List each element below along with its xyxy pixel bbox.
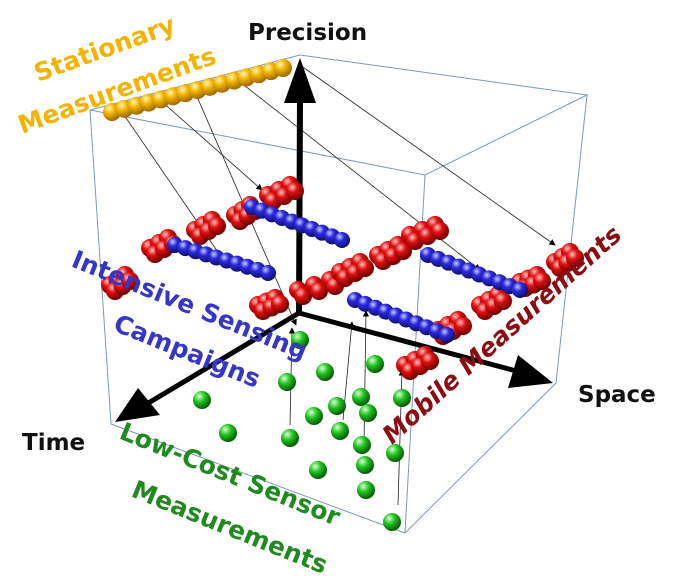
- mobile-measurement-sphere: [310, 282, 328, 300]
- low-cost-sensor-sphere: [305, 407, 323, 425]
- mobile-measurement-sphere: [421, 352, 439, 370]
- mobile-measurement-sphere: [271, 295, 289, 313]
- stationary-measurement-sphere: [274, 59, 292, 77]
- axes: [115, 58, 553, 422]
- stationary-label: Stationary Measurements: [14, 10, 220, 140]
- intensive-campaign-sphere: [260, 265, 276, 281]
- low-cost-sensor-sphere: [219, 424, 237, 442]
- low-cost-sensor-sphere: [383, 513, 401, 531]
- low-cost-sensor-sphere: [357, 481, 375, 499]
- low-cost-sensor-sphere: [359, 404, 377, 422]
- low-cost-sensor-sphere: [366, 355, 384, 373]
- intensive-campaign-sphere: [439, 327, 455, 343]
- low-cost-sensor-sphere: [393, 389, 411, 407]
- mobile-measurement-sphere: [494, 292, 512, 310]
- intensive-campaign-sphere: [334, 232, 350, 248]
- low-cost-sensor-sphere: [291, 331, 309, 349]
- precision-axis-label: Precision: [248, 20, 367, 46]
- mobile-measurement-sphere: [454, 317, 472, 335]
- space-axis-label: Space: [578, 382, 656, 408]
- time-axis-label: Time: [22, 430, 85, 456]
- mobile-measurement-sphere: [566, 249, 584, 267]
- low-cost-sensor-sphere: [316, 363, 334, 381]
- low-cost-sensor-sphere: [309, 461, 327, 479]
- low-cost-sensor-sphere: [281, 429, 299, 447]
- mobile-measurement-sphere: [208, 217, 226, 235]
- precision-axis: [296, 99, 303, 314]
- low-cost-sensor-sphere: [278, 373, 296, 391]
- mobile-measurement-sphere: [533, 272, 551, 290]
- low-cost-sensor-sphere: [328, 397, 346, 415]
- low-cost-sensor-sphere: [356, 456, 374, 474]
- precision-arrowhead: [284, 58, 316, 103]
- low-cost-sensor-sphere: [353, 436, 371, 454]
- intensive-campaign-sphere: [512, 282, 528, 298]
- mobile-measurement-sphere: [294, 287, 312, 305]
- time-axis: [143, 310, 301, 408]
- mobile-measurement-sphere: [121, 272, 139, 290]
- space-arrowhead: [508, 355, 553, 388]
- low-cost-sensor-sphere: [386, 444, 404, 462]
- mobile-measurement-sphere: [356, 259, 374, 277]
- low-cost-sensor-sphere: [193, 391, 211, 409]
- low-cost-sensor-sphere: [331, 422, 349, 440]
- mobile-label: Mobile Measurements: [377, 220, 628, 450]
- mobile-measurement-sphere: [286, 182, 304, 200]
- space-axis: [298, 310, 521, 375]
- time-arrowhead: [115, 388, 160, 422]
- mobile-measurement-sphere: [431, 222, 449, 240]
- low-cost-sensor-sphere: [352, 388, 370, 406]
- mobile-measurement-sphere: [394, 242, 412, 260]
